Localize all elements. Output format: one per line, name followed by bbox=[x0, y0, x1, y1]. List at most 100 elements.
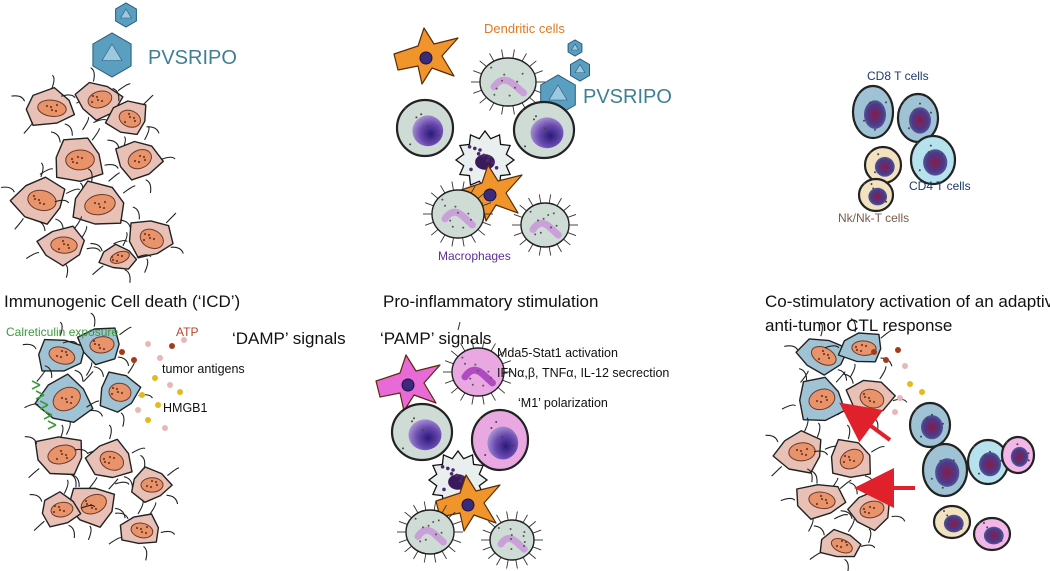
cell-process bbox=[804, 417, 809, 432]
nucleolus-dot bbox=[115, 387, 119, 391]
granule bbox=[413, 417, 415, 420]
nucleolus-dot bbox=[92, 339, 96, 343]
cell-spike bbox=[556, 243, 562, 253]
cell-process bbox=[104, 164, 119, 169]
damp-molecule bbox=[892, 409, 898, 415]
granule bbox=[482, 384, 485, 387]
granule bbox=[514, 86, 516, 89]
granule bbox=[984, 454, 986, 457]
macrophage bbox=[397, 501, 463, 563]
cell-spike bbox=[424, 202, 434, 207]
cell-spike bbox=[477, 192, 486, 199]
damp-molecule bbox=[139, 392, 145, 398]
tumor-cell bbox=[780, 468, 853, 532]
cell-spike bbox=[413, 550, 419, 560]
nucleolus-dot bbox=[815, 399, 819, 403]
cell-spike bbox=[460, 343, 466, 352]
granule bbox=[1000, 539, 1003, 542]
nucleolus-dot bbox=[821, 349, 825, 353]
m1-polarization-label: ‘M1’ polarization bbox=[518, 396, 608, 410]
nucleolus-dot bbox=[64, 453, 68, 457]
nk-label: Nk/Nk-T cells bbox=[838, 211, 910, 225]
cytokines-label: IFNα,β, TNFα, IL-12 secrection bbox=[497, 366, 670, 380]
nucleolus-dot bbox=[845, 543, 849, 547]
granule bbox=[451, 225, 454, 228]
nucleolus-dot bbox=[58, 508, 62, 512]
granule bbox=[1027, 459, 1030, 462]
cell-spike bbox=[502, 379, 512, 384]
granule bbox=[863, 119, 865, 122]
cell-process bbox=[65, 420, 71, 435]
granule bbox=[960, 527, 963, 530]
infected-tumor-cell bbox=[24, 365, 103, 440]
granule bbox=[1016, 450, 1019, 453]
cytotoxic-arrow bbox=[839, 402, 892, 443]
cell-spike bbox=[529, 60, 537, 67]
tumor-cell bbox=[90, 231, 152, 283]
cell-spike bbox=[413, 504, 419, 514]
nucleolus-dot bbox=[135, 526, 139, 530]
nucleolus-dot bbox=[103, 200, 107, 204]
nucleolus-dot bbox=[143, 158, 147, 162]
calreticulin-marker bbox=[43, 410, 53, 420]
lobed-nucleus bbox=[490, 76, 528, 97]
cell-process bbox=[860, 544, 876, 549]
nucleus bbox=[408, 419, 442, 451]
infected-tumor-cell bbox=[824, 318, 893, 378]
nucleolus-dot bbox=[867, 396, 871, 400]
nucleus bbox=[140, 477, 164, 493]
nucleolus-dot bbox=[94, 507, 98, 511]
nucleolus-dot bbox=[38, 201, 42, 205]
granule bbox=[440, 531, 443, 534]
nucleolus-dot bbox=[65, 456, 69, 460]
damp-molecule bbox=[152, 375, 158, 381]
nucleolus-dot bbox=[57, 247, 61, 251]
granule bbox=[404, 107, 407, 110]
nucleolus-dot bbox=[96, 98, 100, 102]
fragment bbox=[473, 146, 477, 151]
damp-molecule bbox=[135, 407, 141, 413]
cell-process bbox=[144, 258, 149, 273]
nucleolus-dot bbox=[132, 116, 136, 120]
macrophage bbox=[512, 194, 578, 256]
cell-process bbox=[64, 123, 73, 136]
cell-process bbox=[166, 494, 179, 505]
granule bbox=[885, 101, 887, 104]
pamp-dendritic-cell bbox=[375, 354, 441, 412]
cell-process bbox=[120, 219, 132, 230]
granule bbox=[523, 531, 526, 533]
granule bbox=[497, 527, 500, 529]
granule bbox=[521, 72, 524, 75]
cell-process bbox=[136, 254, 152, 258]
granule bbox=[461, 356, 464, 359]
cell-process bbox=[115, 512, 129, 520]
nucleolus-dot bbox=[822, 352, 826, 356]
cell-process bbox=[87, 168, 93, 183]
cell-process bbox=[90, 312, 96, 327]
cell-process bbox=[142, 94, 154, 106]
granule bbox=[490, 66, 493, 69]
nucleolus-dot bbox=[872, 506, 876, 510]
cell-process bbox=[108, 478, 119, 490]
granule bbox=[508, 94, 511, 97]
nucleus bbox=[979, 452, 1001, 477]
granule bbox=[880, 110, 882, 113]
cell-spike bbox=[444, 379, 454, 384]
nucleus bbox=[935, 458, 960, 487]
nucleus bbox=[810, 346, 837, 366]
nucleus bbox=[37, 99, 67, 117]
granule bbox=[523, 541, 526, 543]
granule bbox=[946, 514, 949, 517]
cell-process bbox=[124, 269, 131, 283]
lobed-nucleus bbox=[529, 219, 562, 239]
nucleolus-dot bbox=[60, 349, 64, 353]
cell-spike bbox=[482, 546, 492, 551]
granule bbox=[908, 127, 910, 130]
nucleolus-dot bbox=[817, 357, 821, 361]
tumor-cell bbox=[1, 162, 80, 231]
cell-process bbox=[62, 340, 78, 345]
granule bbox=[484, 454, 487, 456]
cell-spike bbox=[501, 49, 504, 59]
macrophage bbox=[471, 49, 545, 115]
